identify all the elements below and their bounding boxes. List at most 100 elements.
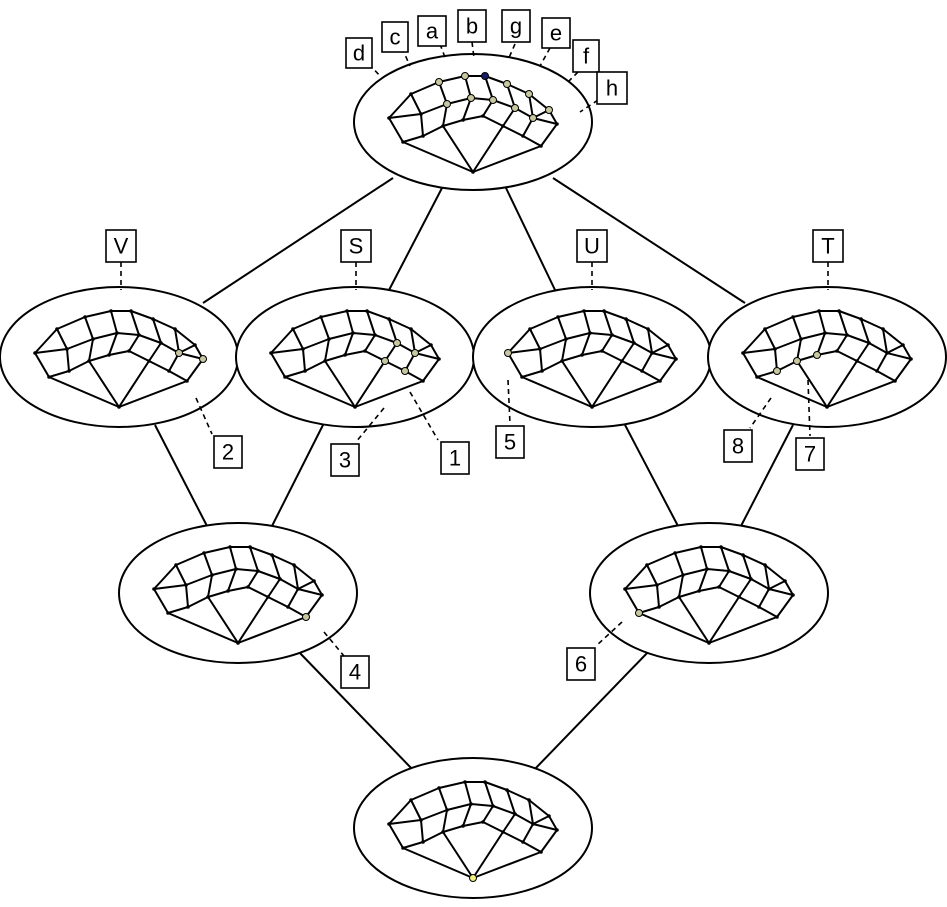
leader-8 xyxy=(749,397,772,429)
lattice-vertex xyxy=(881,327,885,331)
lattice-edge xyxy=(492,805,516,815)
leader-3 xyxy=(355,407,385,443)
lattice-edge xyxy=(507,352,523,378)
label-b: b xyxy=(457,9,487,43)
label-e: e xyxy=(541,17,571,49)
lattice-edge xyxy=(506,789,516,815)
lattice-edge xyxy=(561,338,567,362)
lattice-edge xyxy=(84,316,94,340)
svg-text:b: b xyxy=(466,14,478,39)
lattice-edge xyxy=(768,580,786,590)
lattice-edge xyxy=(420,819,424,843)
lattice-vertex xyxy=(87,359,91,363)
label-4: 4 xyxy=(340,655,370,689)
lattice-edge xyxy=(388,823,404,849)
lattice-marked-vertex xyxy=(504,349,512,357)
lattice-vertex xyxy=(538,347,542,351)
lattice-edge xyxy=(581,350,603,356)
lattice-edge xyxy=(324,338,330,362)
lattice-marked-vertex xyxy=(381,357,389,365)
leader-1 xyxy=(409,391,439,441)
lattice-edge xyxy=(528,799,550,817)
lattice-vertex xyxy=(620,359,624,363)
lattice-vertex xyxy=(481,114,485,118)
lattice-edge xyxy=(128,350,150,362)
lattice-edge xyxy=(532,823,558,831)
lattice-edge xyxy=(540,829,558,853)
lattice-edge xyxy=(207,590,229,598)
lattice-vertex xyxy=(65,347,69,351)
lattice-vertex xyxy=(623,587,627,591)
lattice-edge xyxy=(88,354,110,362)
leader-2 xyxy=(195,397,213,435)
lattice-edge xyxy=(438,787,448,811)
lattice-vertex xyxy=(737,595,741,599)
lattice-edge xyxy=(561,360,593,408)
lattice-vertex xyxy=(67,369,71,373)
lattice-edge xyxy=(130,310,154,320)
lattice-vertex xyxy=(531,822,535,826)
svg-text:2: 2 xyxy=(222,440,234,465)
lattice-edge xyxy=(438,75,466,83)
lattice-edge xyxy=(271,554,295,566)
lattice-edge xyxy=(284,376,356,408)
lattice-edge xyxy=(148,360,170,372)
lattice-vertex xyxy=(859,317,863,321)
lattice-edge xyxy=(698,586,720,592)
lattice-vertex xyxy=(129,309,133,313)
lattice-vertex xyxy=(666,343,670,347)
lattice-edge xyxy=(56,316,86,330)
lattice-left-mid xyxy=(152,545,324,645)
lattice-edge xyxy=(506,789,530,801)
lattice-edge xyxy=(328,332,354,340)
lattice-edge xyxy=(410,81,440,95)
lattice-vertex xyxy=(234,567,238,571)
lattice-edge xyxy=(48,376,120,408)
lattice-vertex xyxy=(640,369,644,373)
lattice-edge xyxy=(589,332,613,336)
lattice-vertex xyxy=(717,585,721,589)
lattice-vertex xyxy=(757,605,761,609)
lattice-edge xyxy=(402,141,474,173)
lattice-edge xyxy=(750,578,770,590)
lattice-edge xyxy=(153,588,169,614)
lattice-edge xyxy=(34,348,68,354)
lattice-edge xyxy=(88,360,120,408)
lattice-vertex xyxy=(463,780,467,784)
lattice-vertex xyxy=(657,605,661,609)
lattice-vertex xyxy=(127,349,131,353)
lattice-marked-vertex xyxy=(773,367,781,375)
lattice-edge xyxy=(764,328,776,350)
lattice-vertex xyxy=(527,798,531,802)
lattice-edge xyxy=(506,83,516,109)
lattice-vertex xyxy=(270,553,274,557)
lattice-vertex xyxy=(749,577,753,581)
lattice-drawings xyxy=(33,72,913,882)
edge-top-U xyxy=(505,187,557,293)
lattice-vertex xyxy=(580,353,584,357)
lattice-edge xyxy=(708,616,778,644)
svg-text:4: 4 xyxy=(349,660,361,685)
lattice-edge xyxy=(548,815,558,831)
lattice-edge xyxy=(320,310,348,318)
lattice-edge xyxy=(388,93,412,119)
svg-text:T: T xyxy=(821,234,834,259)
lattice-edge xyxy=(792,316,802,340)
lattice-edge xyxy=(267,596,289,608)
lattice-vertex xyxy=(610,333,614,337)
lattice-vertex xyxy=(117,405,121,409)
label-S: S xyxy=(340,229,372,263)
lattice-edge xyxy=(521,376,593,408)
lattice-vertex xyxy=(521,134,525,138)
lattice-edge xyxy=(293,564,315,582)
lattice-edge xyxy=(175,552,205,566)
lattice-edge xyxy=(836,350,858,362)
lattice-vertex xyxy=(409,327,413,331)
lattice-vertex xyxy=(719,545,723,549)
lattice-edge xyxy=(824,332,848,336)
lattice-edge xyxy=(472,831,504,879)
lattice-edge xyxy=(175,564,187,586)
lattice-edge xyxy=(442,119,464,127)
edge-T-rightmid xyxy=(740,424,794,527)
